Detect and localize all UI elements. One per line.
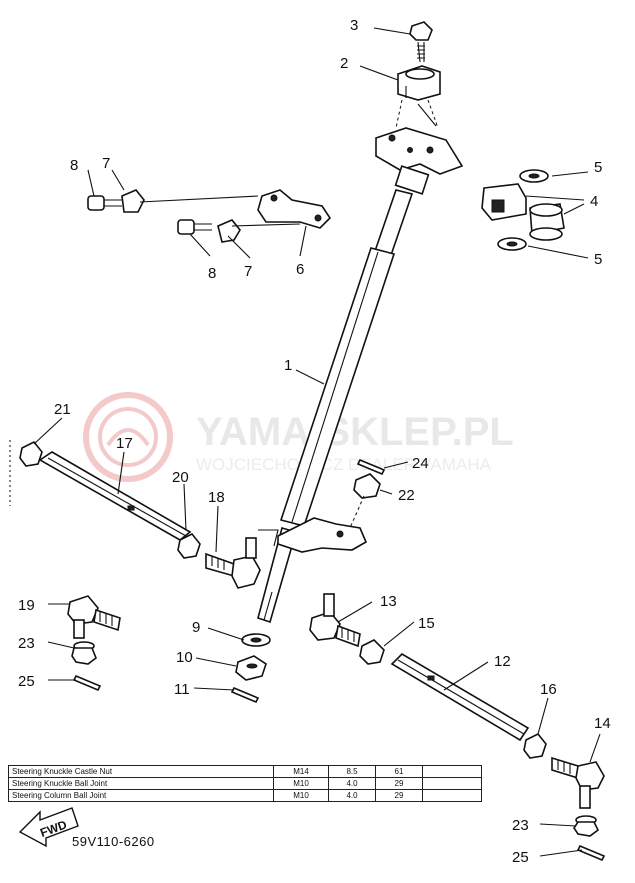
- torque-thread-size: M14: [273, 765, 329, 778]
- torque-value-nm: 4.0: [328, 789, 376, 802]
- table-row: Steering Knuckle Castle Nut M14 8.5 61: [8, 765, 482, 778]
- callout-16: 16: [540, 681, 557, 698]
- callout-2: 2: [340, 55, 348, 72]
- callout-5-lower: 5: [594, 251, 602, 268]
- watermark: YAMA-SKLEP.PL WOJCIECHOWICZ DEALER YAMAH…: [83, 392, 514, 482]
- torque-value-ftlb: 29: [375, 777, 423, 790]
- callout-9: 9: [192, 619, 200, 636]
- callout-7-upper: 7: [102, 155, 110, 172]
- pin-part-11: [230, 686, 260, 704]
- leader-lines: [33, 27, 601, 857]
- torque-value-nm: 4.0: [328, 777, 376, 790]
- washer-part-9: [241, 633, 271, 647]
- watermark-subtitle: WOJCIECHOWICZ DEALER YAMAHA: [196, 455, 492, 474]
- nut-part-10: [235, 655, 267, 681]
- torque-empty-cell: [422, 789, 482, 802]
- callout-8-upper: 8: [70, 157, 78, 174]
- callout-13: 13: [380, 593, 397, 610]
- torque-thread-size: M10: [273, 777, 329, 790]
- bolt-part-3: [409, 21, 433, 63]
- torque-thread-size: M10: [273, 789, 329, 802]
- table-row: Steering Column Ball Joint M10 4.0 29: [8, 789, 482, 802]
- callout-25-left: 25: [18, 673, 35, 690]
- callout-8-lower: 8: [208, 265, 216, 282]
- callout-24: 24: [412, 455, 429, 472]
- torque-value-ftlb: 29: [375, 789, 423, 802]
- torque-value-nm: 8.5: [328, 765, 376, 778]
- nut-part-22: [353, 473, 381, 499]
- torque-value-ftlb: 61: [375, 765, 423, 778]
- bushing-part-4: [481, 183, 565, 241]
- ball-joint-part-14: [551, 756, 605, 809]
- watermark-title: YAMA-SKLEP.PL: [196, 410, 514, 454]
- arm-part-6: [257, 189, 332, 229]
- clamp-part-2: [397, 65, 441, 101]
- tie-rod-part-12: [390, 652, 530, 742]
- pin-part-24: [356, 458, 386, 476]
- callout-5-upper: 5: [594, 159, 602, 176]
- torque-spec-table: Steering Knuckle Castle Nut M14 8.5 61 S…: [8, 765, 482, 802]
- torque-empty-cell: [422, 777, 482, 790]
- fwd-arrow-icon: FWD: [18, 807, 79, 848]
- nut-part-21: [19, 440, 43, 467]
- callout-3: 3: [350, 17, 358, 34]
- torque-part-name: Steering Knuckle Ball Joint: [8, 777, 274, 790]
- callout-6: 6: [296, 261, 304, 278]
- pin-part-25-right: [576, 844, 606, 862]
- callout-25-right: 25: [512, 849, 529, 866]
- callout-1: 1: [284, 357, 292, 374]
- ball-joint-part-13: [309, 593, 361, 648]
- callout-17: 17: [116, 435, 133, 452]
- ball-joint-part-19: [67, 595, 121, 639]
- torque-part-name: Steering Column Ball Joint: [8, 789, 274, 802]
- ball-joint-part-18: [205, 537, 261, 589]
- callout-23-left: 23: [18, 635, 35, 652]
- nut-part-23-right: [573, 815, 600, 837]
- nut-part-23-left: [71, 641, 97, 665]
- pitman-arm: [258, 495, 368, 553]
- torque-empty-cell: [422, 765, 482, 778]
- bolt-part-8: [87, 195, 212, 235]
- washer-part-5: [497, 169, 549, 251]
- watermark-logo-icon: [83, 392, 173, 482]
- steering-column: [257, 189, 414, 624]
- pin-part-25-left: [72, 674, 102, 692]
- callout-19: 19: [18, 597, 35, 614]
- callout-7-lower: 7: [244, 263, 252, 280]
- table-row: Steering Knuckle Ball Joint M10 4.0 29: [8, 777, 482, 790]
- nut-part-15: [359, 639, 385, 665]
- callout-4: 4: [590, 193, 598, 210]
- torque-part-name: Steering Knuckle Castle Nut: [8, 765, 274, 778]
- callout-21: 21: [54, 401, 71, 418]
- callout-15: 15: [418, 615, 435, 632]
- nut-part-16: [523, 732, 547, 759]
- nut-part-20: [177, 532, 201, 559]
- callout-23-right: 23: [512, 817, 529, 834]
- callout-14: 14: [594, 715, 611, 732]
- callout-22: 22: [398, 487, 415, 504]
- diagram-code: 59V110-6260: [72, 834, 155, 849]
- callout-10: 10: [176, 649, 193, 666]
- callout-11: 11: [174, 681, 190, 698]
- callout-18: 18: [208, 489, 225, 506]
- tie-rod-part-17: [38, 451, 192, 541]
- callout-12: 12: [494, 653, 511, 670]
- callout-numbers: 3 2 5 4 5 8 7 8 7 6 1 21 17 24 20 18 22 …: [18, 17, 611, 866]
- upper-bracket: [375, 127, 464, 195]
- callout-20: 20: [172, 469, 189, 486]
